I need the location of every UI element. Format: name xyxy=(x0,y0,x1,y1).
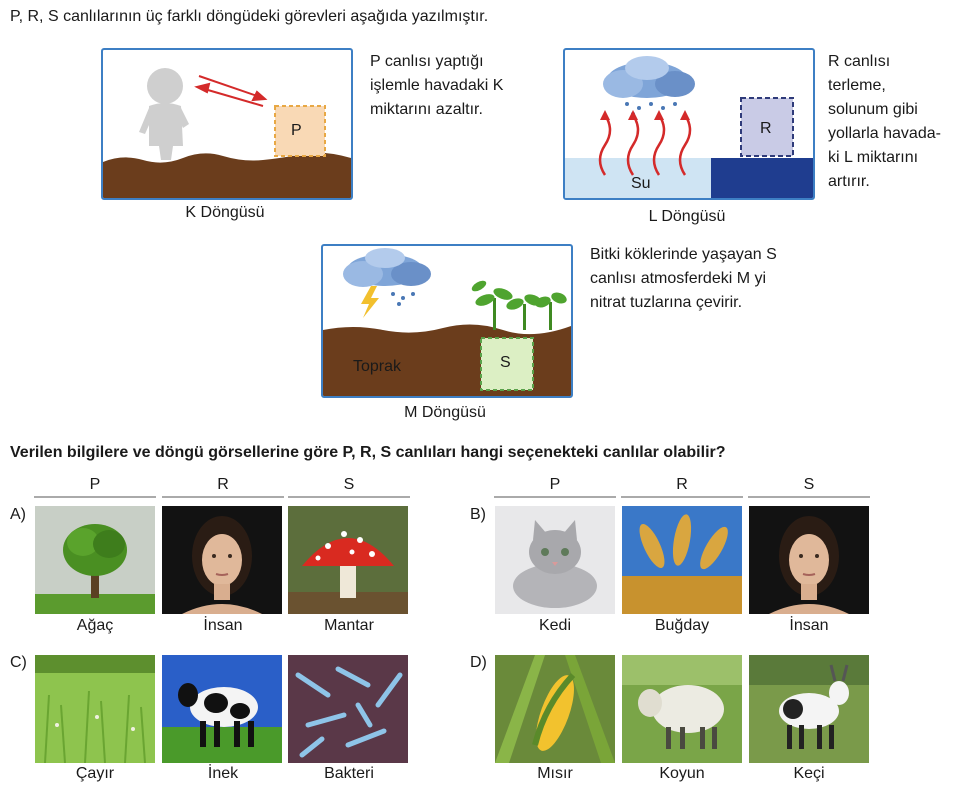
sheep-photo-icon xyxy=(622,655,742,763)
option-c-letter[interactable]: C) xyxy=(10,654,27,671)
soil-label: Toprak xyxy=(353,358,402,375)
option-b-r-label: Buğday xyxy=(654,617,710,634)
dark-block-shape xyxy=(711,158,813,198)
option-c-s-label: Bakteri xyxy=(324,765,374,782)
kitten-photo-icon xyxy=(495,506,615,614)
option-d-r-label: Koyun xyxy=(659,765,705,782)
option-c-r-label: İnek xyxy=(207,765,239,782)
human-silhouette-icon xyxy=(139,68,189,160)
plants-icon xyxy=(471,280,567,330)
option-a-r-label: İnsan xyxy=(203,617,243,634)
bacteria-photo-icon xyxy=(288,655,408,763)
intro-text: P, R, S canlılarının üç farklı döngüdeki… xyxy=(10,8,489,25)
m-cycle-description: Bitki köklerinde yaşayan S canlısı atmos… xyxy=(590,246,777,311)
column-header-s: S xyxy=(288,476,410,498)
column-header-r: R xyxy=(621,476,743,498)
p-box xyxy=(274,105,326,157)
wheat-photo-icon xyxy=(622,506,742,614)
option-b-s-label: İnsan xyxy=(789,617,829,634)
cloud-icon xyxy=(603,56,695,116)
p-box-label: P xyxy=(291,122,302,139)
r-box xyxy=(740,97,794,157)
tree-photo-icon xyxy=(35,506,155,614)
l-cycle-caption: L Döngüsü xyxy=(648,208,726,225)
l-cycle-panel: Su R xyxy=(563,48,815,200)
mushroom-photo-icon xyxy=(288,506,408,614)
r-box-label: R xyxy=(760,120,772,137)
goat-photo-icon xyxy=(749,655,869,763)
water-label: Su xyxy=(631,175,651,192)
l-cycle-description: R canlısı terleme, solunum gibi yollarla… xyxy=(828,53,941,190)
column-header-p: P xyxy=(34,476,156,498)
woman-photo-icon xyxy=(162,506,282,614)
soil-shape xyxy=(103,152,351,198)
woman-photo-icon xyxy=(749,506,869,614)
meadow-photo-icon xyxy=(35,655,155,763)
s-box-label: S xyxy=(500,354,511,371)
option-a-s-label: Mantar xyxy=(324,617,374,634)
k-cycle-panel: P xyxy=(101,48,353,200)
storm-cloud-icon xyxy=(343,248,431,318)
m-cycle-caption: M Döngüsü xyxy=(404,404,486,421)
option-a-letter[interactable]: A) xyxy=(10,506,26,523)
option-b-letter[interactable]: B) xyxy=(470,506,486,523)
gas-exchange-arrows-icon xyxy=(194,75,268,107)
column-header-r: R xyxy=(162,476,284,498)
cow-photo-icon xyxy=(162,655,282,763)
s-box xyxy=(480,337,534,391)
question-text: Verilen bilgilere ve döngü görsellerine … xyxy=(10,444,726,461)
column-header-p: P xyxy=(494,476,616,498)
column-header-s: S xyxy=(748,476,870,498)
k-cycle-description: P canlısı yaptığı işlemle havadaki K mik… xyxy=(370,53,504,118)
option-c-p-label: Çayır xyxy=(75,765,115,782)
evaporation-arrows-icon xyxy=(598,114,692,176)
option-b-p-label: Kedi xyxy=(538,617,572,634)
m-cycle-panel: Toprak S xyxy=(321,244,573,398)
option-d-p-label: Mısır xyxy=(537,765,573,782)
option-d-letter[interactable]: D) xyxy=(470,654,487,671)
water-shape xyxy=(565,158,711,198)
option-a-p-label: Ağaç xyxy=(76,617,114,634)
k-cycle-caption: K Döngüsü xyxy=(185,204,265,221)
corn-photo-icon xyxy=(495,655,615,763)
option-d-s-label: Keçi xyxy=(793,765,825,782)
